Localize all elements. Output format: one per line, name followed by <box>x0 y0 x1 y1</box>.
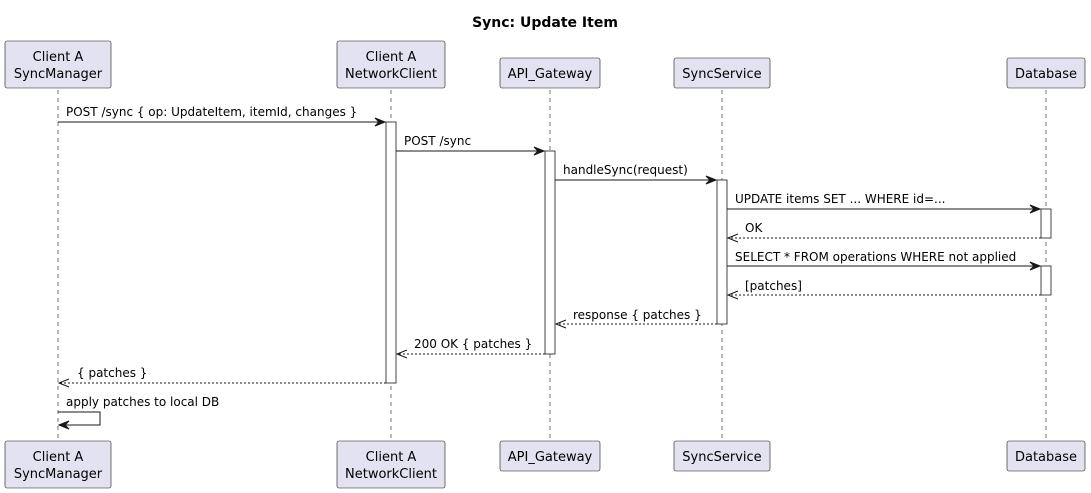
message-patches-return: [patches] <box>726 279 1041 300</box>
svg-text:UPDATE items SET ... WHERE id=: UPDATE items SET ... WHERE id=... <box>735 192 946 206</box>
svg-text:NetworkClient: NetworkClient <box>345 467 437 482</box>
activation-database-update <box>1040 208 1052 239</box>
svg-text:{ patches }: { patches } <box>77 366 147 380</box>
message-apply-patches-self: apply patches to local DB <box>57 395 219 430</box>
svg-text:response { patches }: response { patches } <box>573 308 702 322</box>
svg-text:NetworkClient: NetworkClient <box>345 67 437 82</box>
svg-text:Client A: Client A <box>33 450 84 465</box>
activation-database-select <box>1040 265 1052 296</box>
svg-text:API_Gateway: API_Gateway <box>508 450 593 465</box>
message-response-patches: response { patches } <box>554 308 717 329</box>
message-200-ok: 200 OK { patches } <box>395 337 545 359</box>
participant-database-top: Database <box>1006 57 1086 89</box>
participant-gateway-bottom: API_Gateway <box>499 440 601 472</box>
svg-text:200 OK { patches }: 200 OK { patches } <box>414 337 532 351</box>
participant-syncservice-bottom: SyncService <box>673 440 771 472</box>
message-select-operations: SELECT * FROM operations WHERE not appli… <box>727 250 1042 271</box>
svg-text:Database: Database <box>1015 450 1077 465</box>
svg-text:[patches]: [patches] <box>745 279 802 293</box>
svg-text:SELECT * FROM operations WHERE: SELECT * FROM operations WHERE not appli… <box>735 250 1016 264</box>
svg-text:handleSync(request): handleSync(request) <box>563 163 688 177</box>
activation-networkclient <box>385 121 397 384</box>
svg-text:POST /sync { op: UpdateItem, i: POST /sync { op: UpdateItem, itemId, cha… <box>66 105 357 119</box>
message-ok-return: OK <box>726 221 1041 243</box>
svg-text:apply patches to local DB: apply patches to local DB <box>66 395 219 409</box>
participant-networkclient-top: Client A NetworkClient <box>336 40 446 89</box>
participant-syncservice-top: SyncService <box>673 57 771 89</box>
message-post-sync-updateitem: POST /sync { op: UpdateItem, itemId, cha… <box>58 105 387 127</box>
svg-text:SyncManager: SyncManager <box>14 467 103 482</box>
svg-text:Database: Database <box>1015 67 1077 82</box>
svg-text:Client A: Client A <box>33 50 84 65</box>
participant-gateway-top: API_Gateway <box>499 57 601 89</box>
activation-gateway <box>544 150 556 355</box>
participant-syncmanager-bottom: Client A SyncManager <box>4 440 112 489</box>
participant-database-bottom: Database <box>1006 440 1086 472</box>
svg-text:SyncManager: SyncManager <box>14 67 103 82</box>
message-patches-to-syncmanager: { patches } <box>57 366 386 388</box>
svg-text:API_Gateway: API_Gateway <box>508 67 593 82</box>
svg-text:Client A: Client A <box>366 450 417 465</box>
participant-networkclient-bottom: Client A NetworkClient <box>336 440 446 489</box>
message-update-items: UPDATE items SET ... WHERE id=... <box>727 192 1042 214</box>
svg-text:SyncService: SyncService <box>682 67 761 82</box>
svg-text:SyncService: SyncService <box>682 450 761 465</box>
message-post-sync: POST /sync <box>396 134 546 156</box>
message-handlesync: handleSync(request) <box>555 163 718 185</box>
svg-text:OK: OK <box>745 221 763 235</box>
svg-text:Client A: Client A <box>366 50 417 65</box>
activation-syncservice <box>716 179 728 325</box>
participant-syncmanager-top: Client A SyncManager <box>4 40 112 89</box>
svg-text:POST /sync: POST /sync <box>404 134 471 148</box>
diagram-title: Sync: Update Item <box>472 15 618 31</box>
